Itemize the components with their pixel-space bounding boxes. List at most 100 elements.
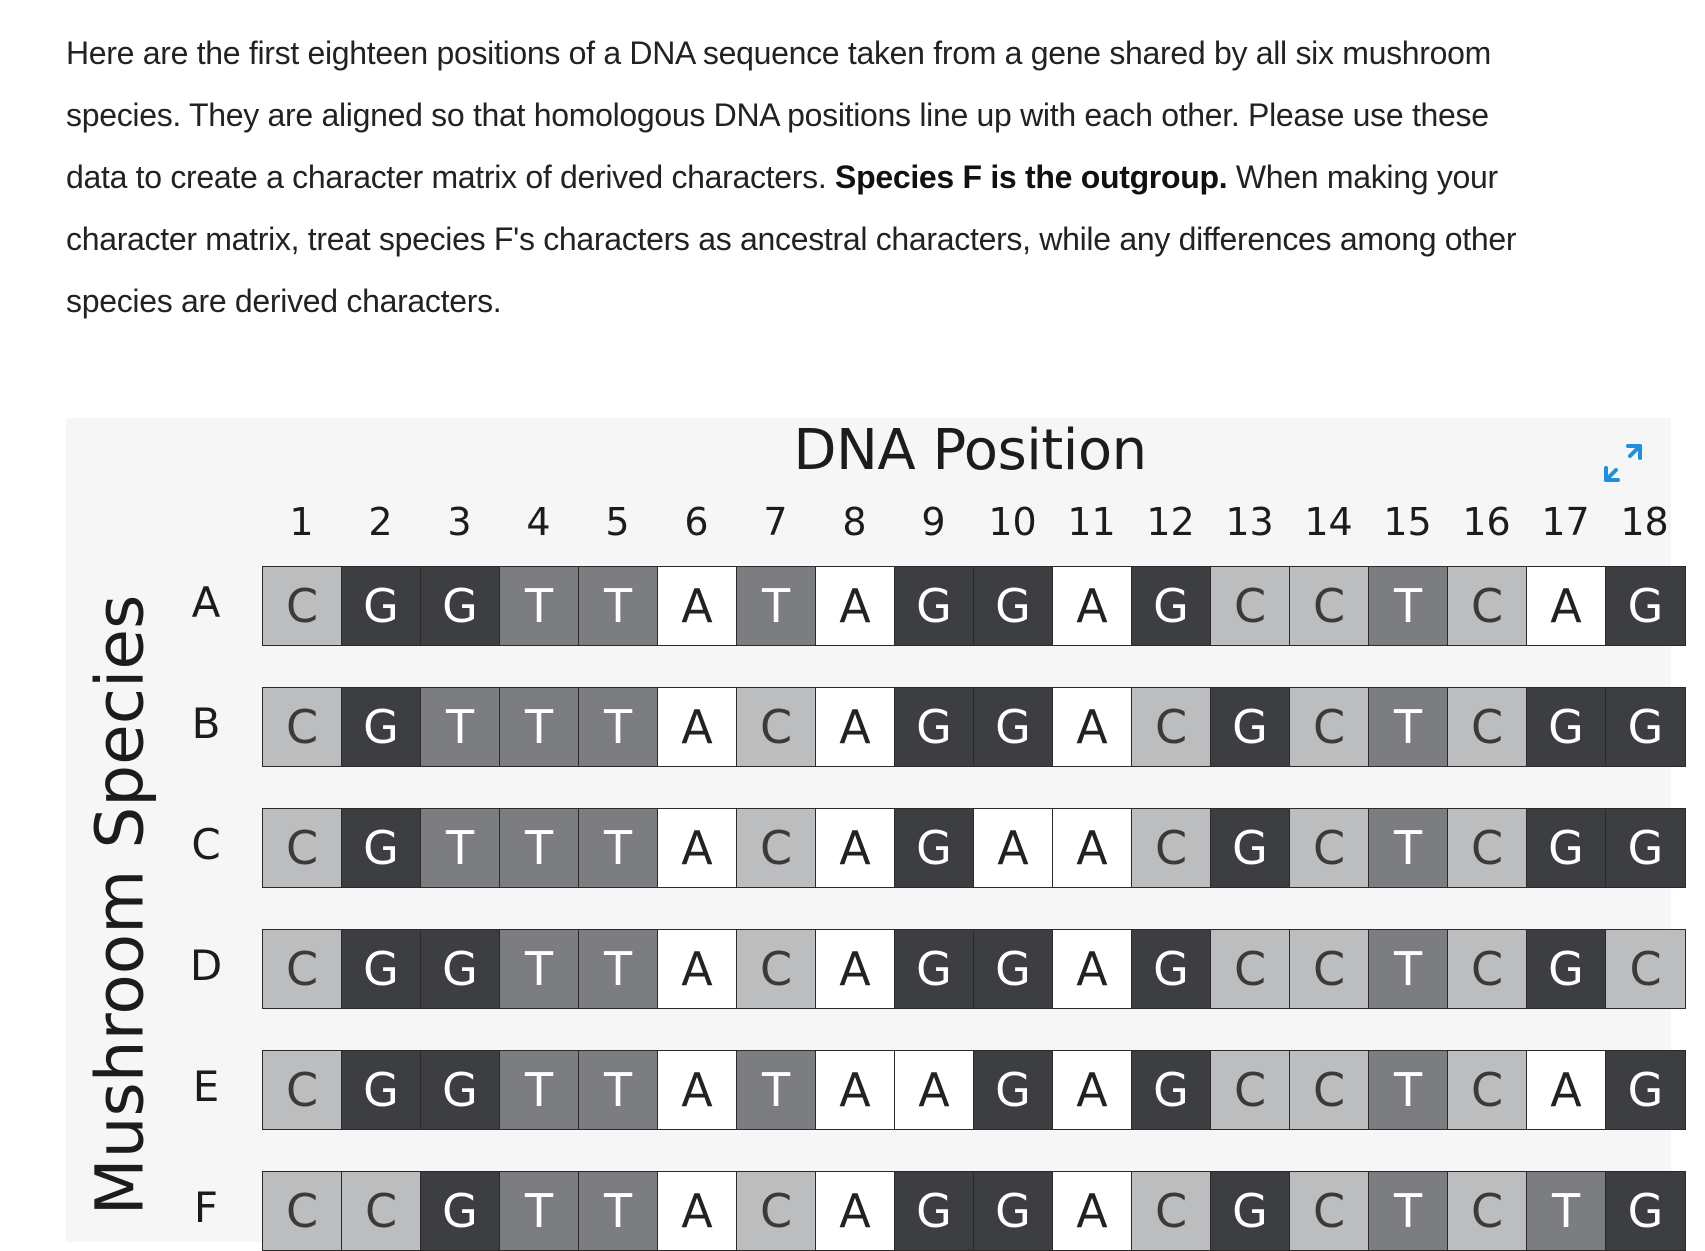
base-cell: G [1606,567,1685,645]
base-cell: C [263,1051,342,1129]
base-cell: G [1211,688,1290,766]
base-cell: T [1369,1172,1448,1250]
base-cell: C [1132,688,1211,766]
position-label: 9 [921,500,946,544]
base-cell: G [342,688,421,766]
base-cell: C [1211,567,1290,645]
species-label: D [189,941,223,990]
y-axis-title: Mushroom Species [81,594,159,1216]
base-cell: A [1053,1051,1132,1129]
base-cell: G [974,1051,1053,1129]
position-label: 4 [526,500,551,544]
base-cell: T [500,1051,579,1129]
base-cell: G [1527,688,1606,766]
species-label: B [191,699,221,748]
base-cell: T [1369,809,1448,887]
position-label: 11 [1067,500,1116,544]
base-cell: C [1448,1051,1527,1129]
base-cell: C [737,1172,816,1250]
position-label: 2 [368,500,393,544]
intro-line-2: species. They are aligned so that homolo… [66,97,1489,133]
base-cell: T [579,567,658,645]
base-cell: A [1053,809,1132,887]
base-cell: C [1448,809,1527,887]
base-cell: G [342,809,421,887]
base-cell: G [342,567,421,645]
base-cell: G [421,1051,500,1129]
base-cell: G [342,1051,421,1129]
base-cell: C [1132,809,1211,887]
base-cell: A [1527,567,1606,645]
base-cell: A [1527,1051,1606,1129]
base-cell: T [579,1051,658,1129]
position-label: 17 [1541,500,1590,544]
base-cell: A [816,567,895,645]
base-cell: G [1606,809,1685,887]
base-cell: C [1290,930,1369,1008]
base-cell: C [1290,809,1369,887]
base-cell: A [816,1051,895,1129]
position-label: 10 [988,500,1037,544]
base-cell: A [816,1172,895,1250]
base-cell: T [1369,1051,1448,1129]
base-cell: G [895,930,974,1008]
base-cell: G [1211,1172,1290,1250]
position-label: 13 [1225,500,1274,544]
base-cell: G [974,688,1053,766]
base-cell: G [421,930,500,1008]
base-cell: T [579,930,658,1008]
base-cell: G [1132,930,1211,1008]
base-cell: C [1290,1051,1369,1129]
base-cell: T [500,1172,579,1250]
base-cell: C [1448,1172,1527,1250]
base-cell: T [421,809,500,887]
base-cell: A [658,1172,737,1250]
base-cell: T [500,567,579,645]
species-label: E [192,1062,220,1111]
base-cell: C [1606,930,1685,1008]
base-cell: T [421,688,500,766]
figure-title: DNA Position [793,418,1147,483]
base-cell: G [421,1172,500,1250]
position-label: 7 [763,500,788,544]
base-cell: G [1211,809,1290,887]
species-label: F [193,1183,219,1232]
base-cell: G [1606,688,1685,766]
base-cell: G [421,567,500,645]
base-cell: C [1448,688,1527,766]
expand-arrows-icon[interactable] [1600,440,1646,486]
base-cell: C [1290,688,1369,766]
base-cell: T [1527,1172,1606,1250]
base-cell: T [579,1172,658,1250]
base-cell: C [263,930,342,1008]
base-cell: C [1132,1172,1211,1250]
base-cell: T [1369,567,1448,645]
base-cell: G [1606,1172,1685,1250]
base-cell: C [1290,567,1369,645]
base-cell: A [1053,688,1132,766]
intro-line-3-start: data to create a character matrix of der… [66,159,836,195]
base-cell: G [1132,1051,1211,1129]
intro-line-1: Here are the first eighteen positions of… [66,35,1492,71]
base-cell: T [737,1051,816,1129]
base-cell: A [658,809,737,887]
base-cell: A [658,567,737,645]
base-cell: G [1527,809,1606,887]
base-cell: T [500,809,579,887]
outgroup-emphasis: Species F is the outgroup. [835,159,1228,195]
position-label: 5 [605,500,630,544]
base-cell: G [1132,567,1211,645]
base-cell: A [895,1051,974,1129]
base-cell: G [974,567,1053,645]
base-cell: C [263,1172,342,1250]
base-cell: A [816,930,895,1008]
base-cell: G [895,809,974,887]
base-cell: G [895,688,974,766]
base-cell: T [500,688,579,766]
